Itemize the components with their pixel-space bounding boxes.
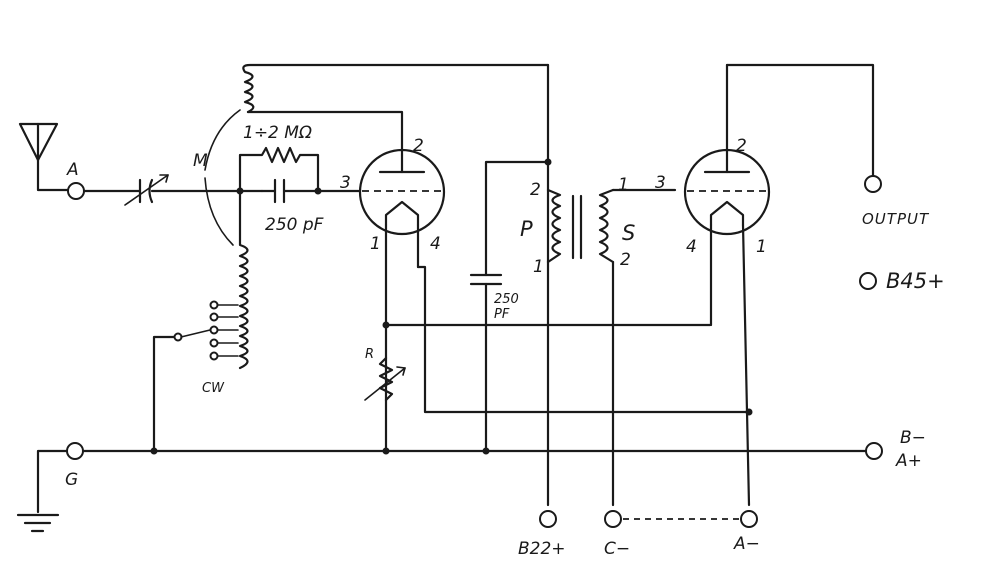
b22-label: B22+ [518,539,566,559]
valve-2-pin-grid: 3 [655,173,666,193]
antenna-terminal[interactable] [67,182,85,200]
valve-2-pin-fil-a: 4 [686,237,697,257]
antenna-symbol [18,122,70,192]
grid-cap-label: 250 pF [265,215,324,235]
bypass-cap-value: 250 [494,292,519,307]
coil-tap-4[interactable] [209,338,219,348]
coupling-arc-top [204,109,241,171]
coupling-arc-bottom [204,177,234,246]
a-plus-label: A+ [895,451,922,471]
ground-terminal[interactable] [66,442,84,460]
secondary-label: S [622,221,635,245]
bypass-capacitor [469,273,503,286]
c-minus-label: C− [604,539,630,559]
earth-wire [36,449,69,514]
a-minus-label: A− [733,534,760,554]
output-label: OUTPUT [862,210,930,228]
valve-2-pin-plate: 2 [736,136,747,156]
b-minus-label: B− [900,428,926,448]
coil-tap-5[interactable] [209,351,219,361]
rheostat [364,356,406,402]
ground-terminal-label: G [65,470,78,490]
primary-label: P [520,217,533,241]
valve-1-detector [358,148,446,236]
valve-1-pin-fil-b: 4 [430,234,441,254]
coil-tap-3[interactable] [209,325,219,335]
tuning-coil [213,189,249,370]
tickler-coil [242,63,550,157]
a-minus-terminal[interactable] [740,510,758,528]
coil-tap-2[interactable] [209,312,219,322]
b45-label: B45+ [886,269,945,293]
valve-2-pin-fil-b: 1 [756,237,767,257]
b-minus-a-plus-terminal[interactable] [865,442,883,460]
coupling-mark: M [193,151,208,171]
secondary-pin-1: 1 [618,175,629,195]
grid-leak-label: 1÷2 MΩ [243,123,312,143]
secondary-pin-2: 2 [620,250,631,270]
valve-2-amplifier [683,63,771,236]
grid-capacitor [260,178,320,204]
valve-1-pin-grid: 3 [340,173,351,193]
variable-capacitor [124,174,169,206]
antenna-terminal-label: A [66,160,79,180]
b45-terminal[interactable] [859,272,877,290]
output-wire [725,63,875,178]
rheostat-label: R [365,347,374,362]
cw-label: CW [202,381,225,396]
bypass-cap-unit: PF [494,307,510,322]
grid-leak-resistor [238,146,320,193]
tap-switch-arm[interactable] [180,329,211,338]
primary-pin-1: 1 [533,257,544,277]
c-minus-terminal[interactable] [604,510,622,528]
earth-symbol [16,513,60,533]
b22-terminal[interactable] [539,510,557,528]
valve-1-pin-plate: 2 [413,136,424,156]
coil-tap-1[interactable] [209,300,219,310]
output-terminal[interactable] [864,175,882,193]
audio-transformer [546,188,615,264]
primary-pin-2: 2 [530,180,541,200]
valve-1-pin-fil-a: 1 [370,234,381,254]
tap-switch-wire [152,335,176,452]
